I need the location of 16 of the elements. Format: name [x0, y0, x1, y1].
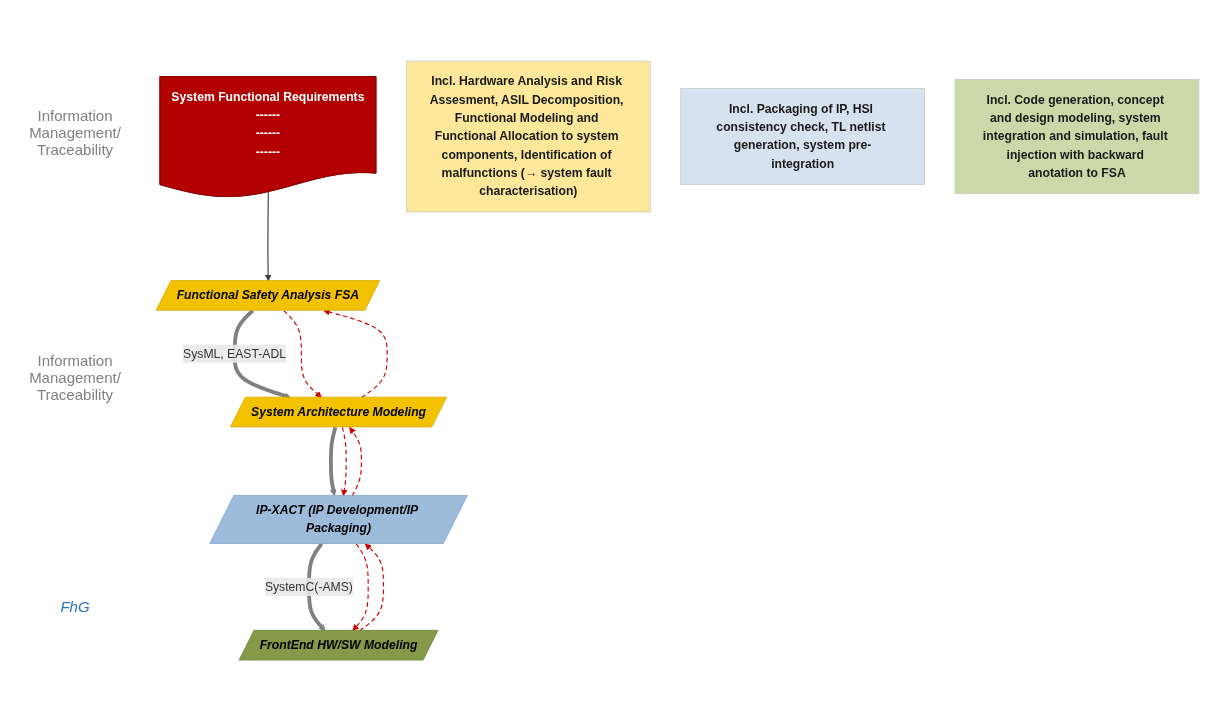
arrow: [264, 191, 272, 282]
node-box: Incl. Code generation, concept and design modeling, system integration and simulation, fault injection with backward anotation to FSA: [954, 79, 1200, 195]
edge-label: SystemC(-AMS): [264, 580, 353, 594]
node-box: Incl. Hardware Analysis and Risk Assesment, ASIL Decomposition, Functional Modeling and Functional Allocation to system components, Identification of malfunctions (→ system fault characterisation): [406, 61, 651, 213]
arrow: [352, 543, 369, 632]
arrow: [341, 427, 348, 497]
axis-label: FhG: [60, 597, 90, 615]
arrow: [329, 427, 338, 497]
arrow: [359, 543, 384, 632]
arrow: [323, 309, 388, 399]
node-box: Incl. Packaging of IP, HSI consistency check, TL netlist generation, system pre-integration: [680, 88, 925, 186]
arrow: [283, 310, 322, 399]
edge-label: SysML, EAST-ADL: [183, 347, 287, 361]
side-note: Information Management/ Traceability: [28, 107, 122, 159]
arrow: [349, 427, 362, 497]
side-note: Information Management/ Traceability: [28, 352, 122, 404]
